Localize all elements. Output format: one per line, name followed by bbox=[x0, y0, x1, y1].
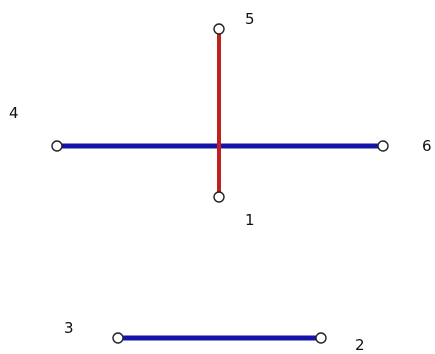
node-5 bbox=[213, 23, 225, 35]
node-label-3: 3 bbox=[64, 319, 74, 337]
node-label-2: 2 bbox=[355, 336, 365, 354]
node-2 bbox=[315, 332, 327, 344]
node-4 bbox=[51, 140, 63, 152]
node-1 bbox=[213, 191, 225, 203]
node-label-4: 4 bbox=[9, 104, 19, 122]
node-label-6: 6 bbox=[422, 137, 432, 155]
node-3 bbox=[112, 332, 124, 344]
node-label-5: 5 bbox=[245, 10, 255, 28]
node-label-1: 1 bbox=[245, 211, 255, 229]
node-6 bbox=[377, 140, 389, 152]
